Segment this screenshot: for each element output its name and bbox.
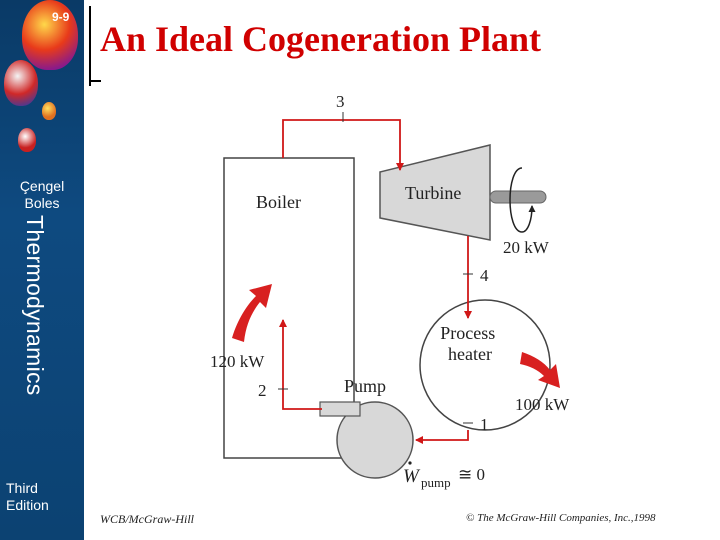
heat-input-arrow	[232, 284, 272, 342]
pump-outlet	[319, 401, 361, 417]
cogeneration-plant-diagram: Boiler Turbine 20 kW Process heater 100 …	[210, 92, 570, 490]
footer-copyright: © The McGraw-Hill Companies, Inc.,1998	[466, 512, 656, 524]
hot-air-balloon-image	[22, 0, 78, 70]
boiler-label: Boiler	[256, 192, 301, 212]
title-rule-vertical	[89, 6, 91, 86]
heat-input-label: 120 kW	[210, 352, 265, 371]
turbine-shaft	[489, 190, 547, 204]
footer-publisher: WCB/McGraw-Hill	[100, 512, 194, 526]
svg-text:Process heater: Process heater	[440, 323, 500, 364]
pipe-state-2	[279, 319, 322, 410]
process-heater-label: Process	[440, 323, 495, 343]
pump-work-symbol: W	[403, 466, 421, 487]
turbine-work-label: 20 kW	[503, 238, 550, 257]
pump	[336, 401, 414, 479]
pump-work-subscript: pump	[421, 475, 451, 490]
state-label-1: 1	[480, 415, 489, 434]
hot-air-balloon-image	[4, 60, 38, 106]
pump-work-dot	[408, 461, 412, 465]
pipe-state-3	[282, 119, 404, 171]
course-title: Thermodynamics	[22, 215, 48, 396]
author-name: Boles	[24, 195, 60, 211]
state-label-2: 2	[258, 381, 267, 400]
hot-air-balloon-image	[18, 128, 36, 152]
title-rule-horizontal	[89, 80, 101, 82]
turbine-label: Turbine	[405, 183, 461, 203]
hot-air-balloon-image	[42, 102, 56, 120]
state-label-3: 3	[336, 92, 345, 111]
sidebar: 9-9 Çengel Boles Thermodynamics Third Ed…	[0, 0, 84, 540]
shaft-rotation-icon	[509, 167, 536, 233]
pump-work-value: ≅ 0	[458, 465, 485, 484]
state-label-4: 4	[480, 266, 489, 285]
edition-line: Edition	[6, 497, 49, 513]
slide-number: 9-9	[52, 10, 70, 24]
process-heater-label: heater	[448, 344, 492, 364]
author-names: Çengel Boles	[4, 178, 80, 212]
edition-label: Third Edition	[6, 480, 49, 514]
pipe-state-1	[415, 430, 469, 444]
slide-title: An Ideal Cogeneration Plant	[100, 19, 541, 59]
pump-label: Pump	[344, 376, 386, 396]
edition-line: Third	[6, 480, 38, 496]
author-name: Çengel	[19, 178, 65, 194]
process-heat-arrow	[520, 352, 560, 388]
turbine	[379, 144, 491, 241]
process-heater	[419, 299, 551, 431]
process-heat-label: 100 kW	[515, 395, 570, 414]
